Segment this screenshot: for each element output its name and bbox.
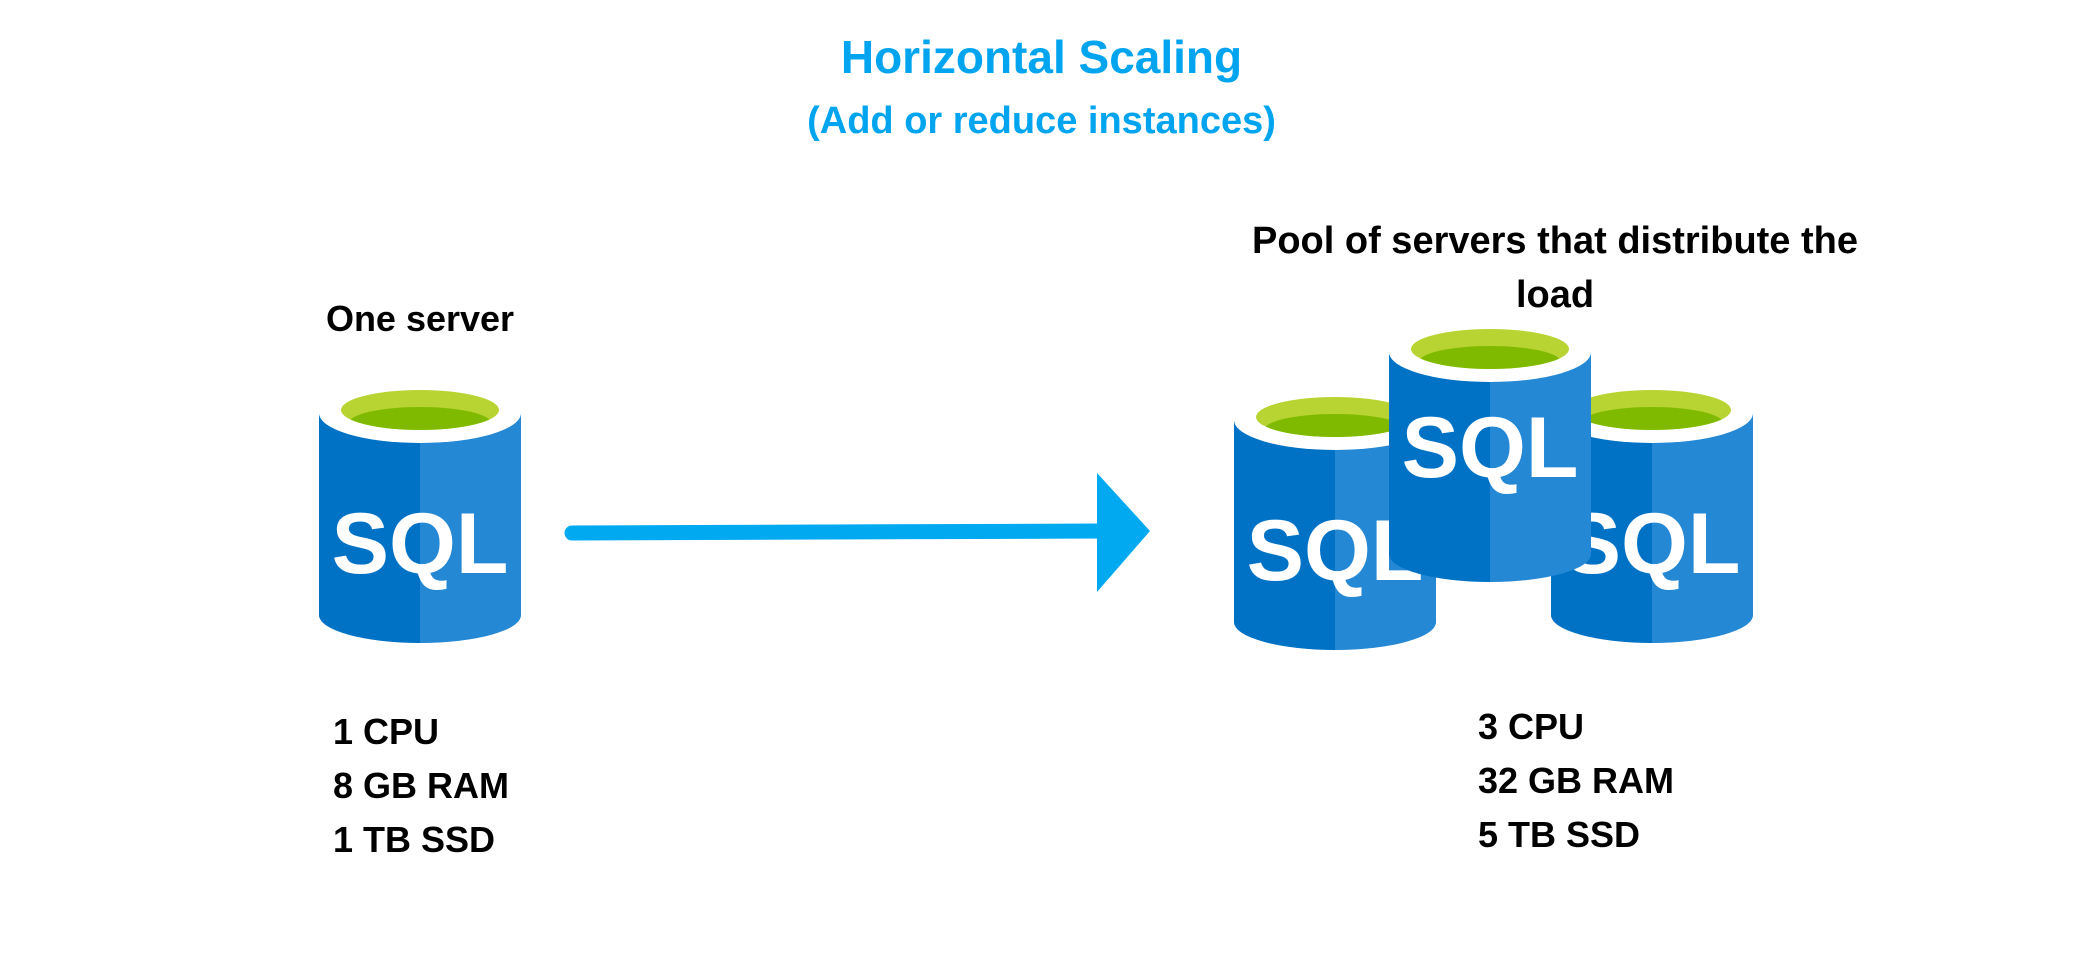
spec-ram: 8 GB RAM: [333, 765, 510, 806]
spec-cpu: 1 CPU: [333, 711, 440, 752]
sql-icon-text: SQL: [1564, 496, 1741, 592]
spec-storage: 1 TB SSD: [333, 819, 496, 860]
diagram-subtitle: (Add or reduce instances): [807, 100, 1276, 142]
spec-storage: 5 TB SSD: [1478, 814, 1641, 855]
sql-database-icon: SQL: [319, 383, 521, 643]
sql-database-icon: SQL: [1234, 390, 1436, 650]
sql-database-icon: SQL: [1389, 322, 1591, 582]
single-server-specs: 1 CPU 8 GB RAM 1 TB SSD: [333, 705, 509, 867]
arrow-right-icon: [564, 473, 1150, 592]
spec-ram: 32 GB RAM: [1478, 760, 1675, 801]
one-server-label: One server: [325, 298, 515, 339]
sql-icon-text: SQL: [1402, 400, 1579, 496]
pool-label: Pool of servers that distribute the load: [1252, 220, 1858, 316]
pool-specs: 3 CPU 32 GB RAM 5 TB SSD: [1478, 700, 1674, 862]
spec-cpu: 3 CPU: [1478, 706, 1585, 747]
sql-icon-text: SQL: [332, 496, 509, 592]
diagram-title: Horizontal Scaling: [840, 31, 1243, 83]
